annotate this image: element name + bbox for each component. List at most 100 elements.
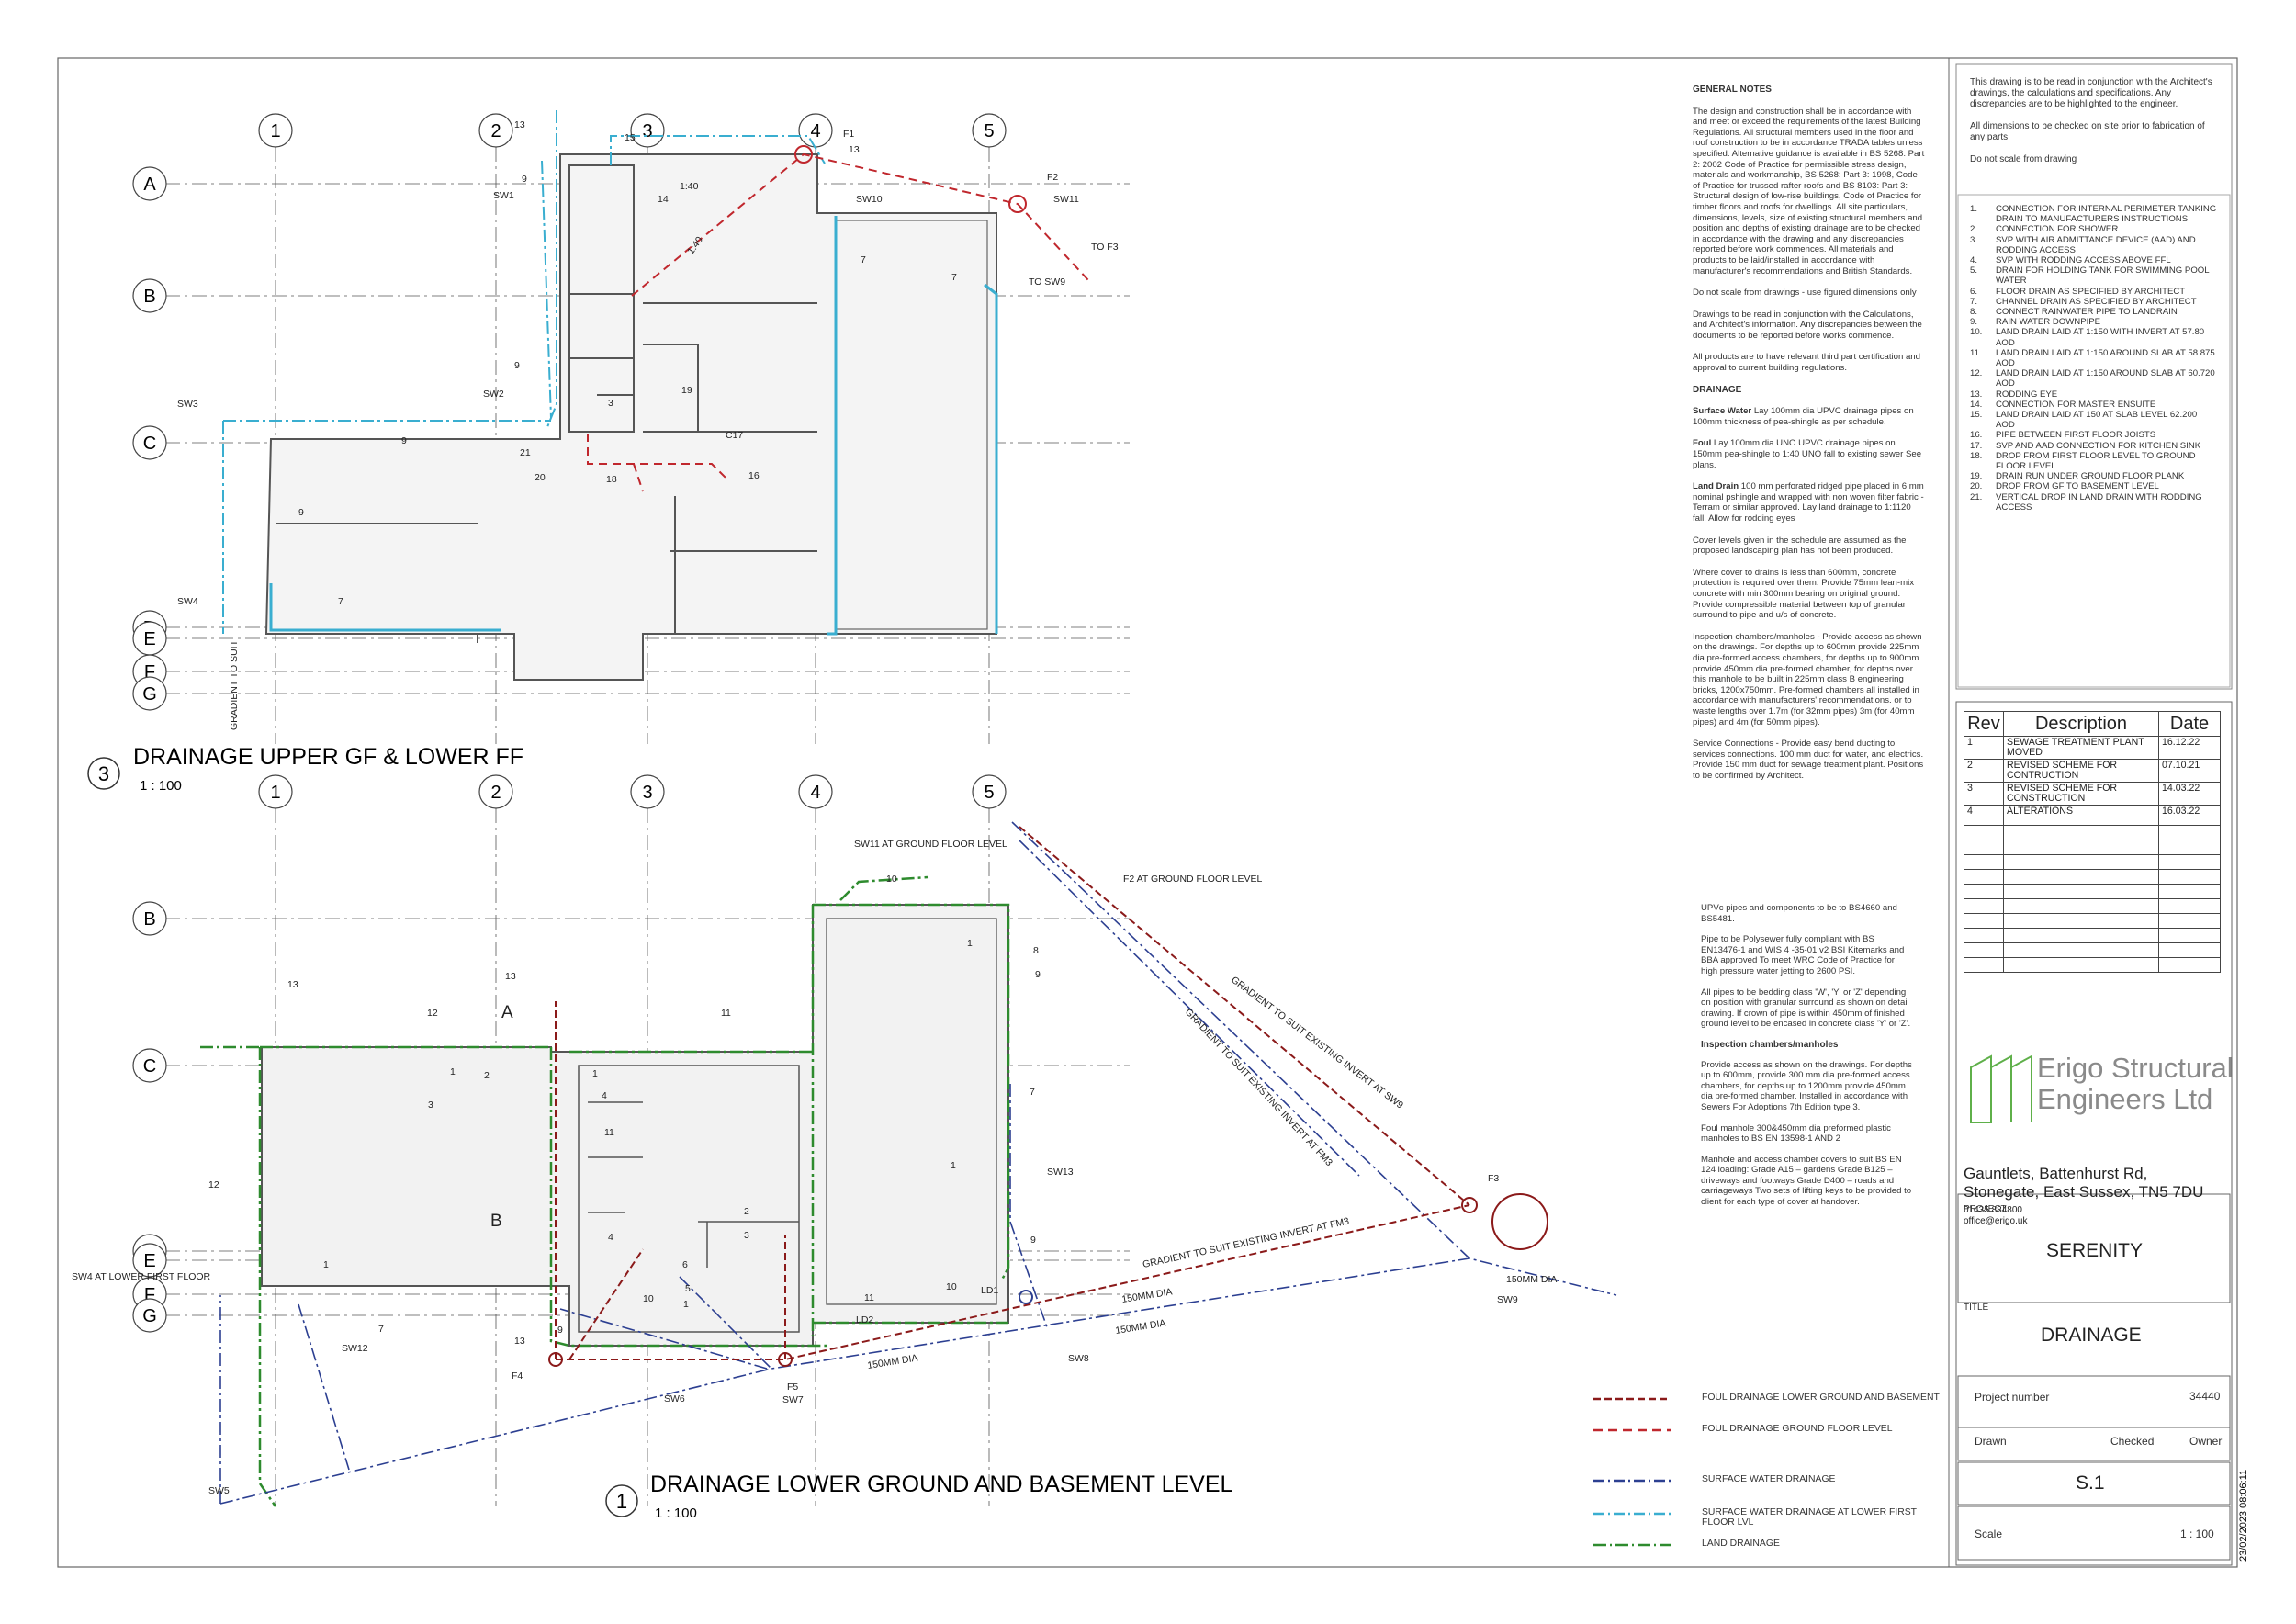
key-number: 13. [1970, 389, 1983, 400]
pipe-notes: UPVc pipes and components to be to BS466… [1701, 903, 1912, 1218]
grid-col-2-bubble [478, 113, 513, 148]
intro-notes: This drawing is to be read in conjunctio… [1970, 77, 2218, 176]
label: 10 [886, 874, 897, 885]
key-item: 5.DRAIN FOR HOLDING TANK FOR SWIMMING PO… [1970, 265, 2218, 286]
note: All pipes to be bedding class 'W', 'Y' o… [1701, 987, 1911, 1030]
key-text: SVP AND AAD CONNECTION FOR KITCHEN SINK [1996, 440, 2201, 451]
legend-label: SURFACE WATER DRAINAGE [1702, 1474, 1836, 1484]
manhole-f2 [1008, 195, 1027, 213]
label: 14 [658, 194, 669, 205]
key-item: 9.RAIN WATER DOWNPIPE [1970, 317, 2218, 327]
key-box [1957, 194, 2231, 688]
lower-foul-drainage [555, 826, 1470, 1360]
date-cell [2158, 913, 2221, 929]
grid-row-B-label: B [143, 287, 155, 307]
description-cell [2003, 898, 2159, 914]
plan-ref-upper-bubble [87, 757, 120, 790]
label: 5 [685, 1283, 691, 1294]
label: 9 [401, 435, 407, 446]
key-text: VERTICAL DROP IN LAND DRAIN WITH RODDING… [1996, 491, 2202, 513]
description-cell: REVISED SCHEME FOR CONTRUCTION [2003, 759, 2159, 783]
scale-label: Scale [1975, 1528, 2003, 1540]
date-cell [2158, 869, 2221, 885]
key-text: CONNECTION FOR INTERNAL PERIMETER TANKIN… [1996, 204, 2217, 225]
company-phone: 01435 884800 [1964, 1205, 2022, 1215]
label: 20 [535, 472, 546, 483]
revision-header-row: Rev Description Date [1964, 711, 2221, 737]
label: 1 [592, 1068, 598, 1079]
plan-scale-lower: 1 : 100 [655, 1506, 697, 1521]
label: SW3 [177, 399, 198, 410]
rev-cell [1964, 854, 2004, 870]
label: 9 [557, 1325, 563, 1336]
revision-row [1964, 825, 2221, 840]
key-text: CHANNEL DRAIN AS SPECIFIED BY ARCHITECT [1996, 296, 2197, 307]
grid-col-lower-3-label: 3 [642, 783, 652, 803]
note: All dimensions to be checked on site pri… [1970, 121, 2205, 142]
label: 1:40 [680, 181, 699, 192]
label: 150MM DIA [1121, 1286, 1174, 1305]
project-name: SERENITY [2046, 1240, 2144, 1261]
key-number: 3. [1970, 234, 1978, 245]
legend-label: FOUL DRAINAGE LOWER GROUND AND BASEMENT [1702, 1393, 1940, 1403]
key-number: 5. [1970, 265, 1978, 276]
label: SW9 [1497, 1294, 1518, 1305]
key-item: 10.LAND DRAIN LAID AT 1:150 WITH INVERT … [1970, 327, 2218, 347]
note: This drawing is to be read in conjunctio… [1970, 77, 2212, 109]
note: Foul Lay 100mm dia UNO UPVC drainage pip… [1693, 438, 1926, 470]
key-item: 12.LAND DRAIN LAID AT 1:150 AROUND SLAB … [1970, 368, 2218, 389]
revision-row [1964, 840, 2221, 855]
grid-col-1-label: 1 [270, 121, 280, 141]
label: 3 [428, 1100, 433, 1111]
description-cell [2003, 825, 2159, 840]
grid-col-4-label: 4 [810, 121, 820, 141]
key-text: DROP FROM GF TO BASEMENT LEVEL [1996, 481, 2159, 492]
upper-building [264, 153, 997, 681]
grid-col-lower-2-bubble [478, 774, 513, 809]
label: SW13 [1047, 1167, 1074, 1178]
key-item: 4.SVP WITH RODDING ACCESS ABOVE FFL [1970, 255, 2218, 265]
company-name-line1: Erigo Structural [2037, 1052, 2234, 1084]
label: F1 [843, 129, 854, 140]
date-cell [2158, 854, 2221, 870]
description-cell [2003, 957, 2159, 973]
label: 2 [484, 1070, 490, 1081]
label: 150MM DIA [867, 1352, 919, 1371]
grid-row-B-bubble [132, 278, 167, 313]
key-item: 20.DROP FROM GF TO BASEMENT LEVEL [1970, 481, 2218, 491]
label: 21 [520, 447, 531, 458]
label: 11 [864, 1292, 874, 1303]
label: 11 [604, 1127, 614, 1138]
label: SW4 [177, 596, 198, 607]
date-cell [2158, 942, 2221, 958]
grid-col-lower-5-label: 5 [984, 783, 994, 803]
label: 2 [744, 1206, 749, 1217]
plan-title-upper: DRAINAGE UPPER GF & LOWER FF [133, 744, 523, 770]
note-text: 100 mm perforated ridged pipe placed in … [1693, 481, 1924, 524]
label: 9 [522, 174, 527, 185]
label: 1 [683, 1299, 689, 1310]
grid-col-1-bubble [258, 113, 293, 148]
date-cell [2158, 928, 2221, 943]
key-number: 21. [1970, 491, 1983, 502]
grid-row-G-bubble [132, 676, 167, 711]
label: 9 [514, 360, 520, 371]
key-item: 19.DRAIN RUN UNDER GROUND FLOOR PLANK [1970, 471, 2218, 481]
date-cell: 14.03.22 [2158, 782, 2221, 806]
note: Surface Water Lay 100mm dia UPVC drainag… [1693, 406, 1926, 427]
grid-col-lower-4-label: 4 [810, 783, 820, 803]
drawing-title: DRAINAGE [2041, 1325, 2142, 1346]
label: 18 [606, 474, 617, 485]
revision-row [1964, 898, 2221, 914]
label: 13 [514, 119, 525, 130]
label: SW6 [664, 1393, 685, 1404]
label: SW1 [493, 190, 514, 201]
date-cell [2158, 840, 2221, 855]
note: Do not scale from drawings - use figured… [1693, 288, 1917, 299]
label: LD1 [981, 1285, 998, 1296]
key-item: 11.LAND DRAIN LAID AT 1:150 AROUND SLAB … [1970, 348, 2218, 368]
revision-row [1964, 942, 2221, 958]
